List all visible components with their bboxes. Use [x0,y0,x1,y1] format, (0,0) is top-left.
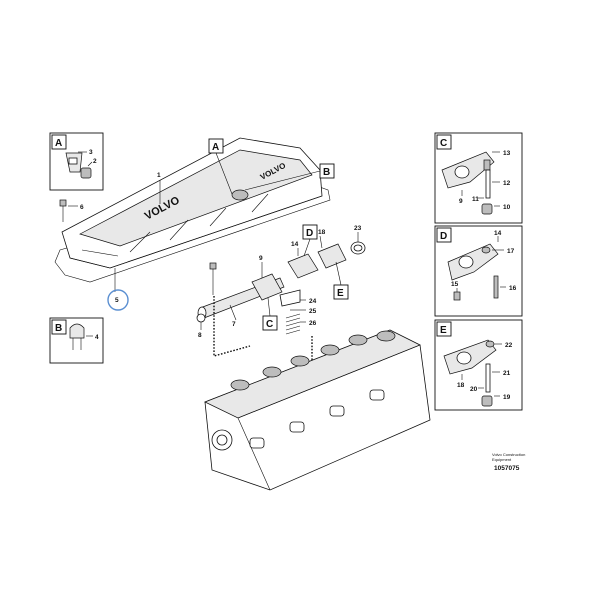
inset-c-callout-12[interactable]: 12 [503,180,511,187]
inset-c-callout-13[interactable]: 13 [503,150,511,157]
callout-9[interactable]: 9 [259,255,263,262]
cylinder-head-assembly [204,329,431,491]
callout-8[interactable]: 8 [198,332,202,339]
inset-a-letter: A [55,138,62,149]
inset-e-nut [485,340,495,348]
detail-marker-c[interactable]: C [266,319,273,330]
figure-number: 1057075 [494,465,520,472]
inset-c-adjust-screw [483,159,491,171]
clamp-hole [68,157,78,165]
inset-e-letter-box [436,321,452,337]
inset-e-cap [481,395,493,407]
inset-e-letter: E [440,325,447,336]
inset-e-pushrod [485,363,491,393]
detail-marker-e[interactable]: E [337,288,344,299]
inset-e-callout-22[interactable]: 22 [505,342,513,349]
inset-d-nut [481,246,491,254]
callout-6[interactable]: 6 [80,204,84,211]
callout-25[interactable]: 25 [309,308,317,315]
head-ports [249,389,385,449]
inset-a-letter-box [51,134,67,150]
callout-4[interactable]: 4 [95,334,99,341]
inset-e-callout-20[interactable]: 20 [470,386,478,393]
detail-inset-b: B 4 [49,317,104,364]
callout-18[interactable]: 18 [318,229,326,236]
callout-3[interactable]: 3 [89,149,93,156]
inset-c-callout-11[interactable]: 11 [472,196,479,203]
inset-d-screw [493,275,499,299]
inset-d-callout-17[interactable]: 17 [507,248,515,255]
inset-d-callout-15[interactable]: 15 [451,281,459,288]
inset-d-callout-14[interactable]: 14 [494,230,502,237]
inset-d-letter: D [440,231,447,242]
callout-2[interactable]: 2 [93,158,97,165]
detail-marker-b[interactable]: B [323,167,330,178]
callout-26[interactable]: 26 [309,320,317,327]
rubber-bushing-part [80,167,92,179]
cover-bolt-part [59,199,67,207]
detail-inset-c: C 13 12 11 10 9 [434,132,523,224]
detail-marker-d[interactable]: D [306,228,313,239]
detail-inset-a: A 3 2 [49,132,104,191]
callout-7[interactable]: 7 [232,321,236,328]
spacer-part [69,323,85,339]
callout-14[interactable]: 14 [291,241,299,248]
callout-23[interactable]: 23 [354,225,362,232]
rocker-arm-part [251,273,283,301]
inset-e-callout-18[interactable]: 18 [457,382,465,389]
valve-bridges [230,330,396,391]
inset-c-letter: C [440,138,447,149]
callout-5[interactable]: 5 [115,297,119,304]
callout-1[interactable]: 1 [157,172,161,179]
inset-c-letter-box [436,134,452,150]
valve-spring-part [285,313,301,335]
inset-c-callout-10[interactable]: 10 [503,204,511,211]
detail-marker-a[interactable]: A [212,142,219,153]
inset-d-letter-box [436,227,452,243]
brand-line-1: Volvo Construction [492,452,525,457]
rocker-arm-14-part [287,253,319,279]
shaft-plug-part [196,313,206,323]
detail-inset-d: D 14 17 16 15 [434,225,523,317]
figure-footer: Volvo Construction Equipment 1057075 [492,452,525,472]
assembly-guide-line [213,296,251,357]
rocker-arm-18-part [317,243,347,269]
inset-c-callout-9[interactable]: 9 [459,198,463,205]
inset-e-callout-19[interactable]: 19 [503,394,511,401]
detail-inset-e: E 22 21 20 19 18 [434,319,523,411]
oil-filler-cap-part [231,189,249,201]
brand-line-2: Equipment [492,457,512,462]
shaft-bracket-part [279,289,301,307]
rocker-shaft-assembly: 7 8 9 24 25 26 C 14 18 D [196,224,366,390]
inset-e-callout-21[interactable]: 21 [503,370,511,377]
stud-part [209,262,217,270]
valve-cover-assembly: VOLVO VOLVO 6 1 A B 5 [54,137,335,311]
inset-c-cap [481,203,493,215]
inset-d-plug [453,291,461,301]
selected-callout-ring[interactable] [107,289,129,311]
inset-c-pushrod [485,169,491,199]
callout-24[interactable]: 24 [309,298,317,305]
inset-d-callout-16[interactable]: 16 [509,285,517,292]
valve-cover-top [79,149,313,247]
inset-b-letter: B [55,323,62,334]
inset-b-letter-box [51,319,67,335]
